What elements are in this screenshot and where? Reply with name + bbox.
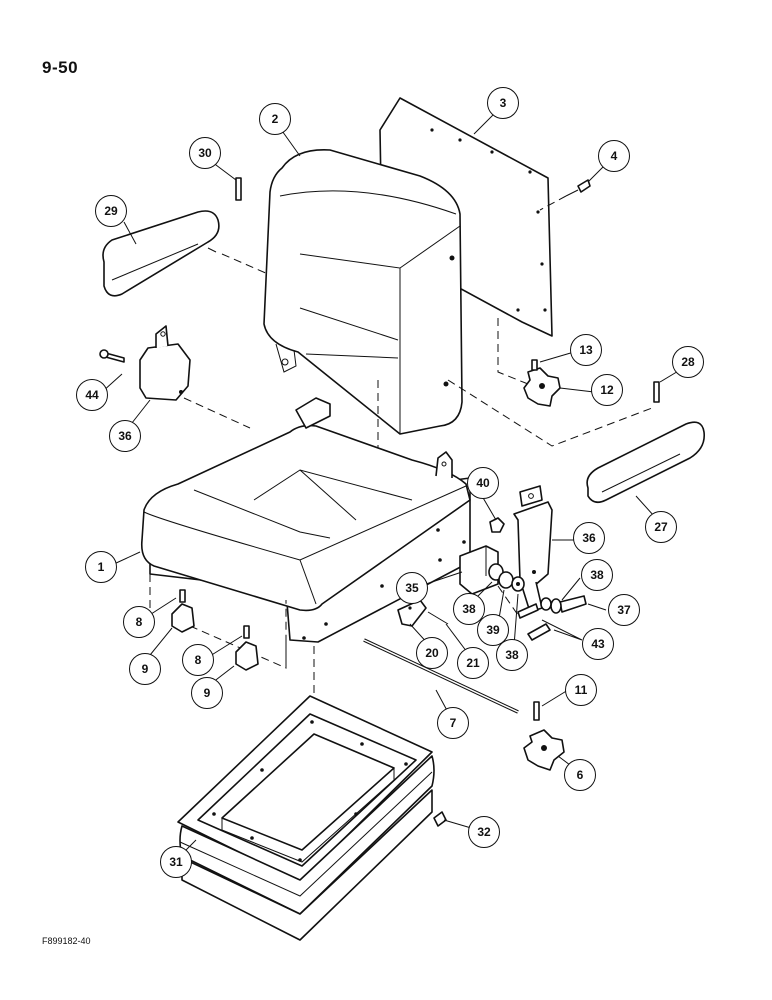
left-armrest [102, 210, 269, 297]
callout-9-right: 9 [191, 677, 223, 709]
callout-27: 27 [645, 511, 677, 543]
callout-38-upper: 38 [581, 559, 613, 591]
callout-8-left: 8 [123, 606, 155, 638]
callout-28: 28 [672, 346, 704, 378]
callout-32: 32 [468, 816, 500, 848]
backrest-cushion [263, 149, 463, 435]
nut-40 [489, 517, 505, 533]
callout-38-lower: 38 [496, 639, 528, 671]
callout-6: 6 [564, 759, 596, 791]
callout-35: 35 [396, 572, 428, 604]
figure-code: F899182-40 [42, 936, 91, 946]
callout-36-right: 36 [573, 522, 605, 554]
rod-7 [363, 638, 519, 714]
callout-20: 20 [416, 637, 448, 669]
plug-32 [433, 811, 447, 827]
page-label: 9-50 [42, 58, 79, 77]
guide-block-9-left [171, 589, 195, 633]
callout-40: 40 [467, 467, 499, 499]
bolts-43 [517, 603, 551, 641]
pin-30 [235, 177, 242, 201]
callout-29: 29 [95, 195, 127, 227]
callout-36-left: 36 [109, 420, 141, 452]
callout-21: 21 [457, 647, 489, 679]
callout-3: 3 [487, 87, 519, 119]
callout-44: 44 [76, 379, 108, 411]
pin-28 [653, 381, 660, 403]
left-hinge-bracket [99, 325, 191, 401]
callout-37: 37 [608, 594, 640, 626]
seat-cushion [140, 397, 471, 643]
right-armrest [586, 421, 706, 504]
callout-43: 43 [582, 628, 614, 660]
knob-12 [523, 359, 561, 407]
screw-4 [565, 179, 591, 197]
knob-6 [523, 729, 565, 771]
bolt-37 [540, 595, 587, 614]
callout-9-left: 9 [129, 653, 161, 685]
suspension-boot [177, 695, 435, 941]
callout-8-right: 8 [182, 644, 214, 676]
callout-31: 31 [160, 846, 192, 878]
callout-2: 2 [259, 103, 291, 135]
callout-30: 30 [189, 137, 221, 169]
pin-11 [533, 701, 540, 721]
bracket-35 [459, 545, 499, 595]
callout-7: 7 [437, 707, 469, 739]
right-hinge-bracket [513, 485, 553, 613]
callout-13: 13 [570, 334, 602, 366]
callout-11: 11 [565, 674, 597, 706]
guide-block-9-right [235, 625, 259, 671]
callout-4: 4 [598, 140, 630, 172]
washers-38-39 [488, 563, 525, 592]
callout-12: 12 [591, 374, 623, 406]
callout-1: 1 [85, 551, 117, 583]
